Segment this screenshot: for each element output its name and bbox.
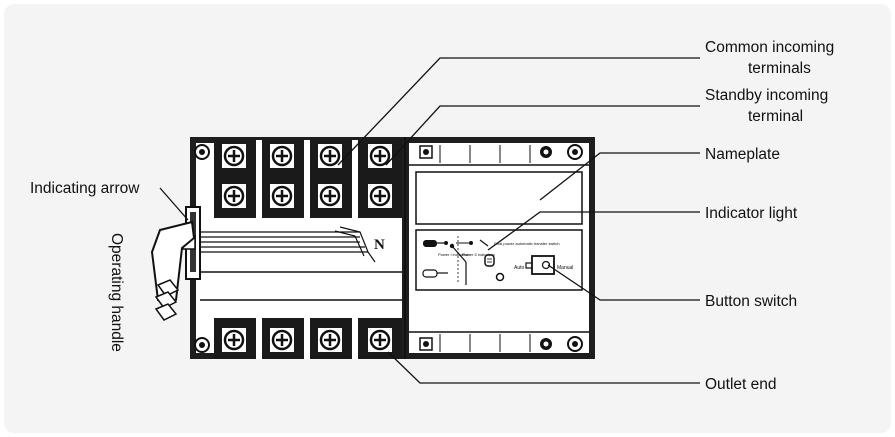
label-common-incoming-2: terminals	[748, 60, 811, 77]
label-indicator-light: Indicator light	[705, 205, 798, 222]
source-2-label: Power II indication	[462, 252, 495, 257]
terminal-screw-bottom-1	[222, 328, 246, 352]
mounting-screw-bottom-left	[194, 337, 210, 353]
terminal-screw-mid-3	[318, 184, 342, 208]
terminal-screw-top-4	[368, 144, 392, 168]
callout-labels: Common incoming terminals Standby incomi…	[30, 39, 834, 393]
manual-label: Manual	[557, 265, 573, 271]
terminal-screw-bottom-3	[318, 328, 342, 352]
label-button-switch: Button switch	[705, 293, 797, 310]
transfer-switch-body: N	[150, 137, 595, 359]
leader-common-incoming	[337, 57, 700, 166]
breaker-face: N	[196, 218, 402, 302]
source-2-indicator	[422, 269, 438, 278]
label-indicating-arrow: Indicating arrow	[30, 180, 140, 197]
mounting-screw-top-left	[194, 144, 210, 160]
leader-indicating-arrow	[159, 187, 189, 221]
label-nameplate: Nameplate	[705, 146, 780, 163]
control-bottom-strip	[409, 331, 589, 352]
source-1-indicator	[423, 240, 437, 247]
terminal-screw-mid-4	[368, 184, 392, 208]
indicator-light	[484, 254, 495, 267]
nameplate	[415, 171, 583, 225]
operating-handle[interactable]	[150, 220, 196, 321]
leader-indicator-light	[487, 211, 700, 251]
label-standby-incoming-2: terminal	[748, 108, 803, 125]
terminal-screw-bottom-4	[368, 328, 392, 352]
terminal-screw-top-2	[270, 144, 294, 168]
outlet-terminals	[214, 318, 402, 359]
label-common-incoming-1: Common incoming	[705, 39, 834, 56]
indicator-lamp-small	[495, 272, 505, 282]
leader-button-switch	[547, 264, 700, 301]
indicator-panel: Dual power automatic transfer switch Pow…	[415, 229, 583, 291]
leader-standby-incoming	[385, 105, 700, 166]
neutral-mark: N	[374, 237, 385, 253]
auto-label: Auto	[514, 265, 525, 271]
common-incoming-terminals	[214, 140, 402, 218]
terminal-screw-mid-2	[270, 184, 294, 208]
leader-lines	[159, 57, 700, 384]
leader-outlet-end	[387, 351, 700, 384]
label-standby-incoming-1: Standby incoming	[705, 87, 828, 104]
panel-title: Dual power automatic transfer switch	[494, 241, 560, 246]
terminal-screw-bottom-2	[270, 328, 294, 352]
source-1-label: Power I indication	[438, 252, 470, 257]
terminal-screw-top-3	[318, 144, 342, 168]
label-outlet-end: Outlet end	[705, 376, 777, 393]
terminal-screw-mid-1	[222, 184, 246, 208]
control-top-strip	[409, 143, 589, 166]
terminal-screw-top-1	[222, 144, 246, 168]
label-operating-handle: Operating handle	[108, 233, 125, 352]
leader-nameplate	[539, 152, 700, 201]
